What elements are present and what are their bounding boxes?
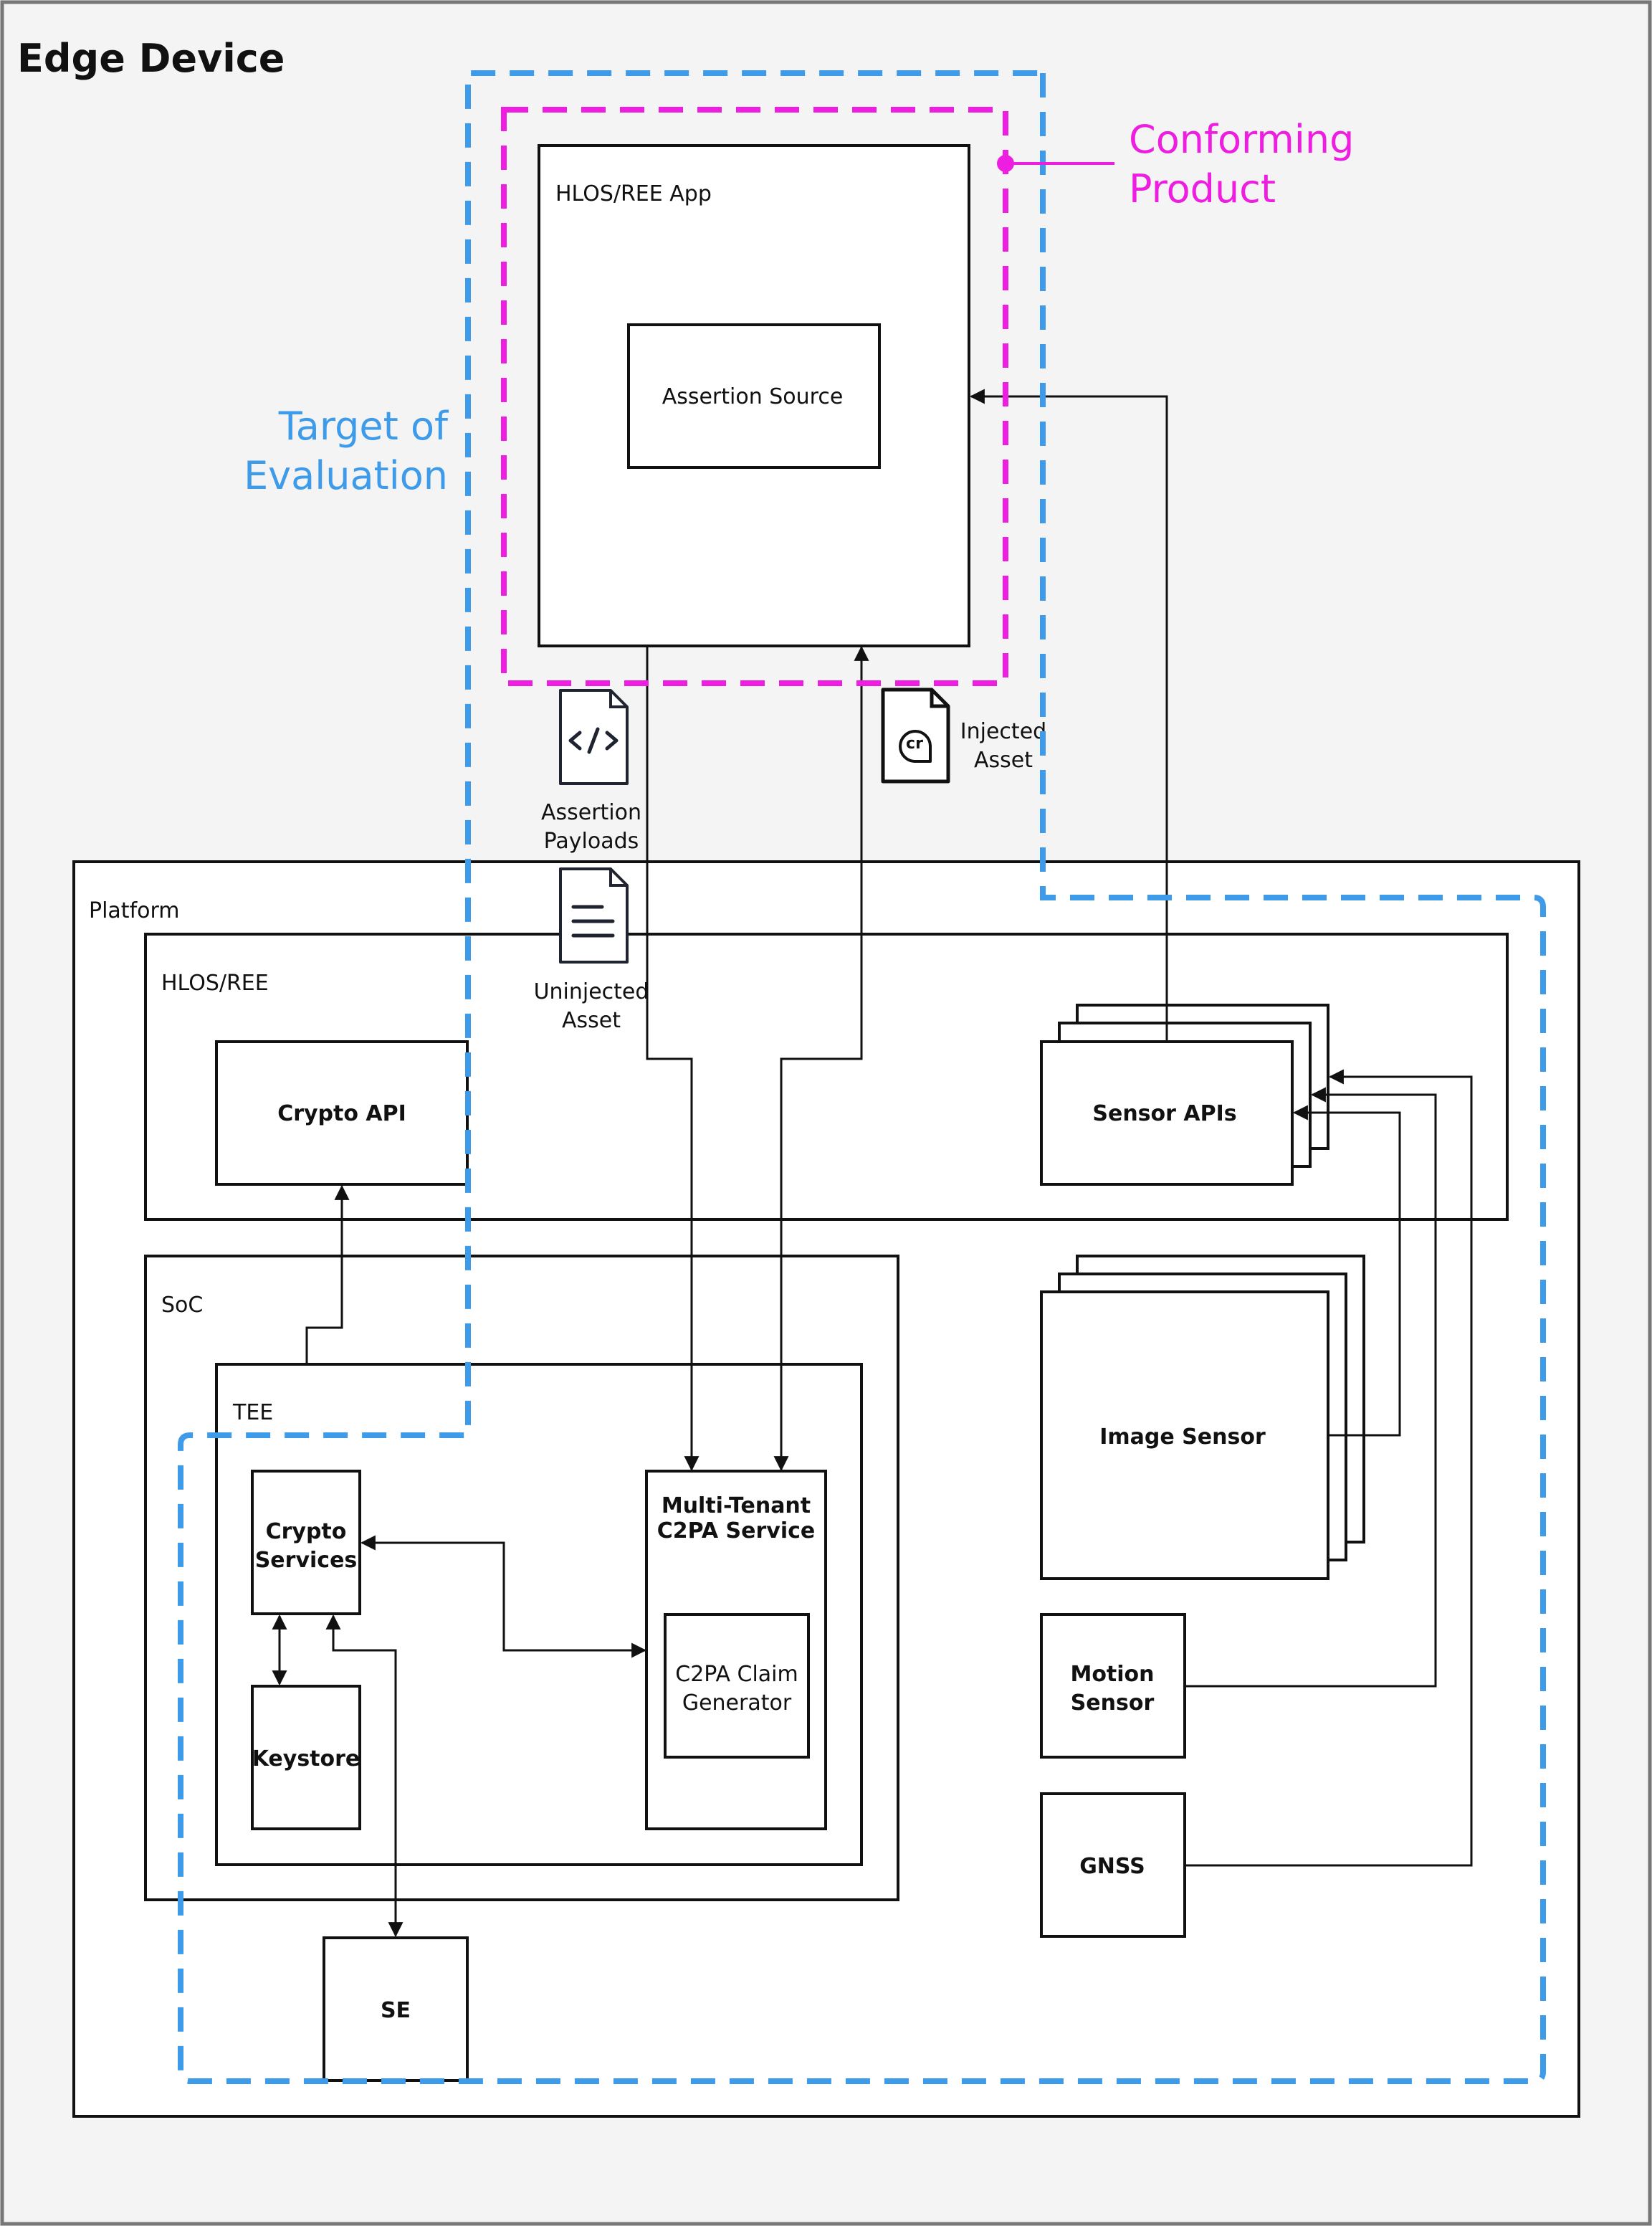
target-of-evaluation-boundary bbox=[178, 70, 1546, 2084]
wire-crypto-services-to-c2pa bbox=[360, 1535, 647, 1658]
injected-asset-label-line1: Injected bbox=[960, 719, 1046, 744]
wire-c2pa-service-to-app bbox=[773, 645, 869, 1472]
target-of-evaluation-label-line1: Target of bbox=[278, 404, 449, 449]
sensor-apis-label: Sensor APIs bbox=[1092, 1101, 1236, 1126]
injected-asset-label-line2: Asset bbox=[974, 748, 1033, 773]
content-credentials-badge: cr bbox=[906, 735, 923, 753]
motion-sensor-label-line1: Motion bbox=[1070, 1662, 1154, 1687]
assertion-payloads-label-line1: Assertion bbox=[541, 800, 641, 825]
assertion-source-box bbox=[627, 323, 881, 469]
gnss-label: GNSS bbox=[1079, 1854, 1145, 1879]
content-credentials-file-icon: cr bbox=[881, 688, 950, 784]
c2pa-service-label-line2: C2PA Service bbox=[657, 1518, 816, 1544]
assertion-payloads-label-line2: Payloads bbox=[544, 829, 639, 854]
wire-tee-to-crypto-api bbox=[305, 1184, 350, 1364]
claim-generator-box bbox=[664, 1613, 810, 1759]
claim-generator-label-line2: Generator bbox=[682, 1690, 792, 1716]
motion-sensor-label-line2: Sensor bbox=[1071, 1690, 1155, 1716]
wire-gnss-to-sensor-apis bbox=[1185, 1069, 1473, 1867]
keystore-label: Keystore bbox=[252, 1746, 361, 1771]
hlos-ree-app-title: HLOS/REE App bbox=[555, 181, 712, 206]
gnss-box bbox=[1040, 1792, 1186, 1938]
tee-title: TEE bbox=[232, 1400, 273, 1425]
assertion-source-label: Assertion Source bbox=[662, 384, 844, 409]
target-of-evaluation-label-line2: Evaluation bbox=[244, 453, 448, 498]
crypto-services-label-line2: Services bbox=[255, 1548, 358, 1573]
motion-sensor-box bbox=[1040, 1613, 1186, 1759]
se-box bbox=[323, 1936, 469, 2082]
sensor-apis-box bbox=[1040, 1040, 1294, 1186]
image-sensor-label: Image Sensor bbox=[1099, 1424, 1266, 1450]
edge-device-title: Edge Device bbox=[17, 36, 285, 81]
wire-sensor-apis-to-app bbox=[969, 389, 1168, 1042]
crypto-services-label-line1: Crypto bbox=[266, 1519, 347, 1544]
crypto-services-box bbox=[251, 1470, 361, 1615]
hlos-ree-title: HLOS/REE bbox=[161, 971, 269, 996]
claim-generator-label-line1: C2PA Claim bbox=[675, 1662, 798, 1687]
uninjected-asset-label-line2: Asset bbox=[562, 1008, 621, 1033]
se-label: SE bbox=[381, 1998, 411, 2023]
soc-title: SoC bbox=[161, 1293, 203, 1318]
conforming-product-label-line1: Conforming bbox=[1129, 117, 1354, 162]
conforming-product-boundary bbox=[501, 107, 1008, 686]
conforming-product-label-line2: Product bbox=[1129, 166, 1276, 211]
code-file-icon bbox=[559, 689, 629, 785]
crypto-api-label: Crypto API bbox=[277, 1101, 406, 1126]
wire-motion-sensor-to-sensor-apis bbox=[1185, 1087, 1437, 1688]
text-file-icon bbox=[559, 867, 629, 964]
wire-app-to-c2pa-service bbox=[646, 646, 700, 1472]
wire-image-sensor-to-sensor-apis bbox=[1292, 1105, 1401, 1437]
conforming-product-leader-dot bbox=[997, 155, 1014, 172]
uninjected-asset-label-line1: Uninjected bbox=[534, 979, 649, 1004]
platform-title: Platform bbox=[89, 898, 180, 923]
wire-crypto-services-to-se bbox=[325, 1614, 404, 1938]
c2pa-service-label-line1: Multi-Tenant bbox=[662, 1493, 811, 1518]
image-sensor-box bbox=[1040, 1290, 1329, 1580]
crypto-api-box bbox=[215, 1040, 469, 1186]
